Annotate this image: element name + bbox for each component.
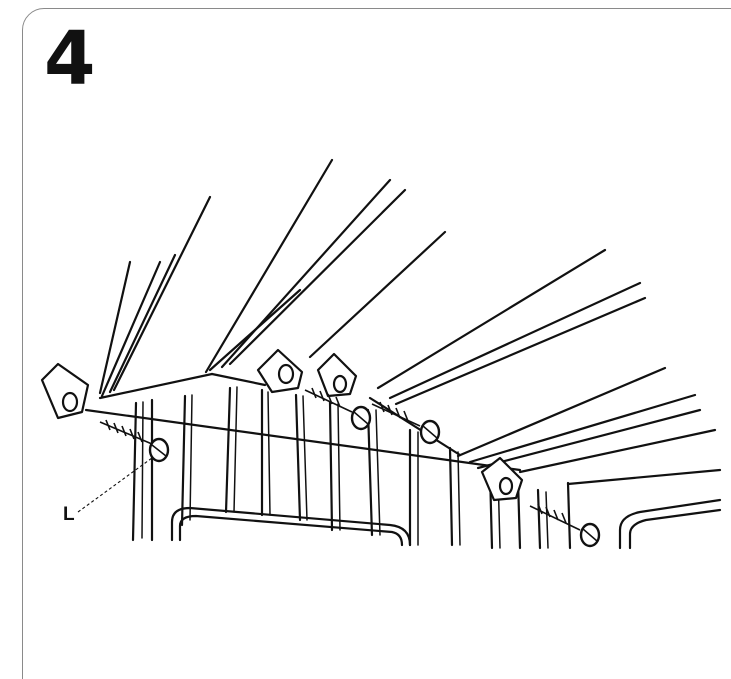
wood-screw-icon — [99, 387, 601, 548]
callout-label-l: L — [63, 504, 75, 525]
callout-leader-line — [77, 457, 153, 513]
door-frame — [170, 468, 722, 550]
roof-panels — [84, 158, 717, 474]
wall-panels — [131, 386, 572, 550]
step-number: 4 — [44, 16, 96, 102]
roof-bracket-icon — [40, 348, 524, 502]
step-panel-frame — [22, 8, 731, 679]
